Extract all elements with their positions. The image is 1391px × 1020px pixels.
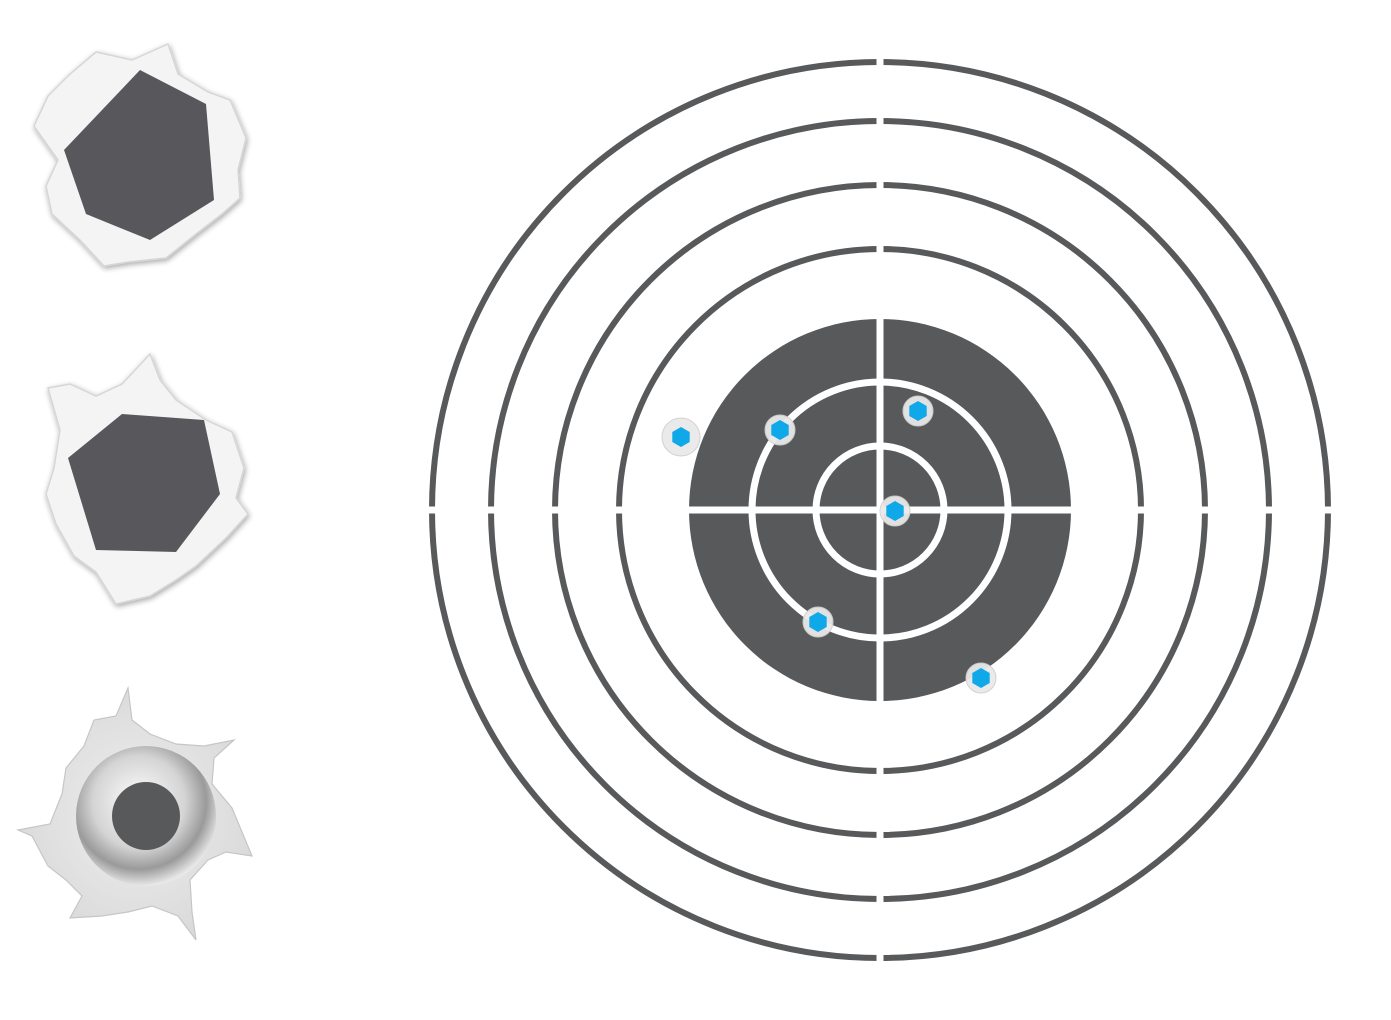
bullet-impact-icon: [879, 495, 911, 527]
torn-hexagon-hole-icon: [33, 42, 247, 267]
shooting-target: [420, 50, 1340, 970]
bullet-impacts: [661, 395, 997, 694]
splattered-round-bullet-hole-icon: [15, 685, 253, 941]
bullet-impact-icon: [902, 395, 934, 427]
bullet-impact-icon: [965, 662, 997, 694]
bullet-impact-icon: [764, 414, 796, 446]
bullet-impact-icon: [661, 417, 701, 457]
torn-hexagon-hole-icon: [45, 352, 249, 605]
bullet-impact-icon: [802, 606, 834, 638]
